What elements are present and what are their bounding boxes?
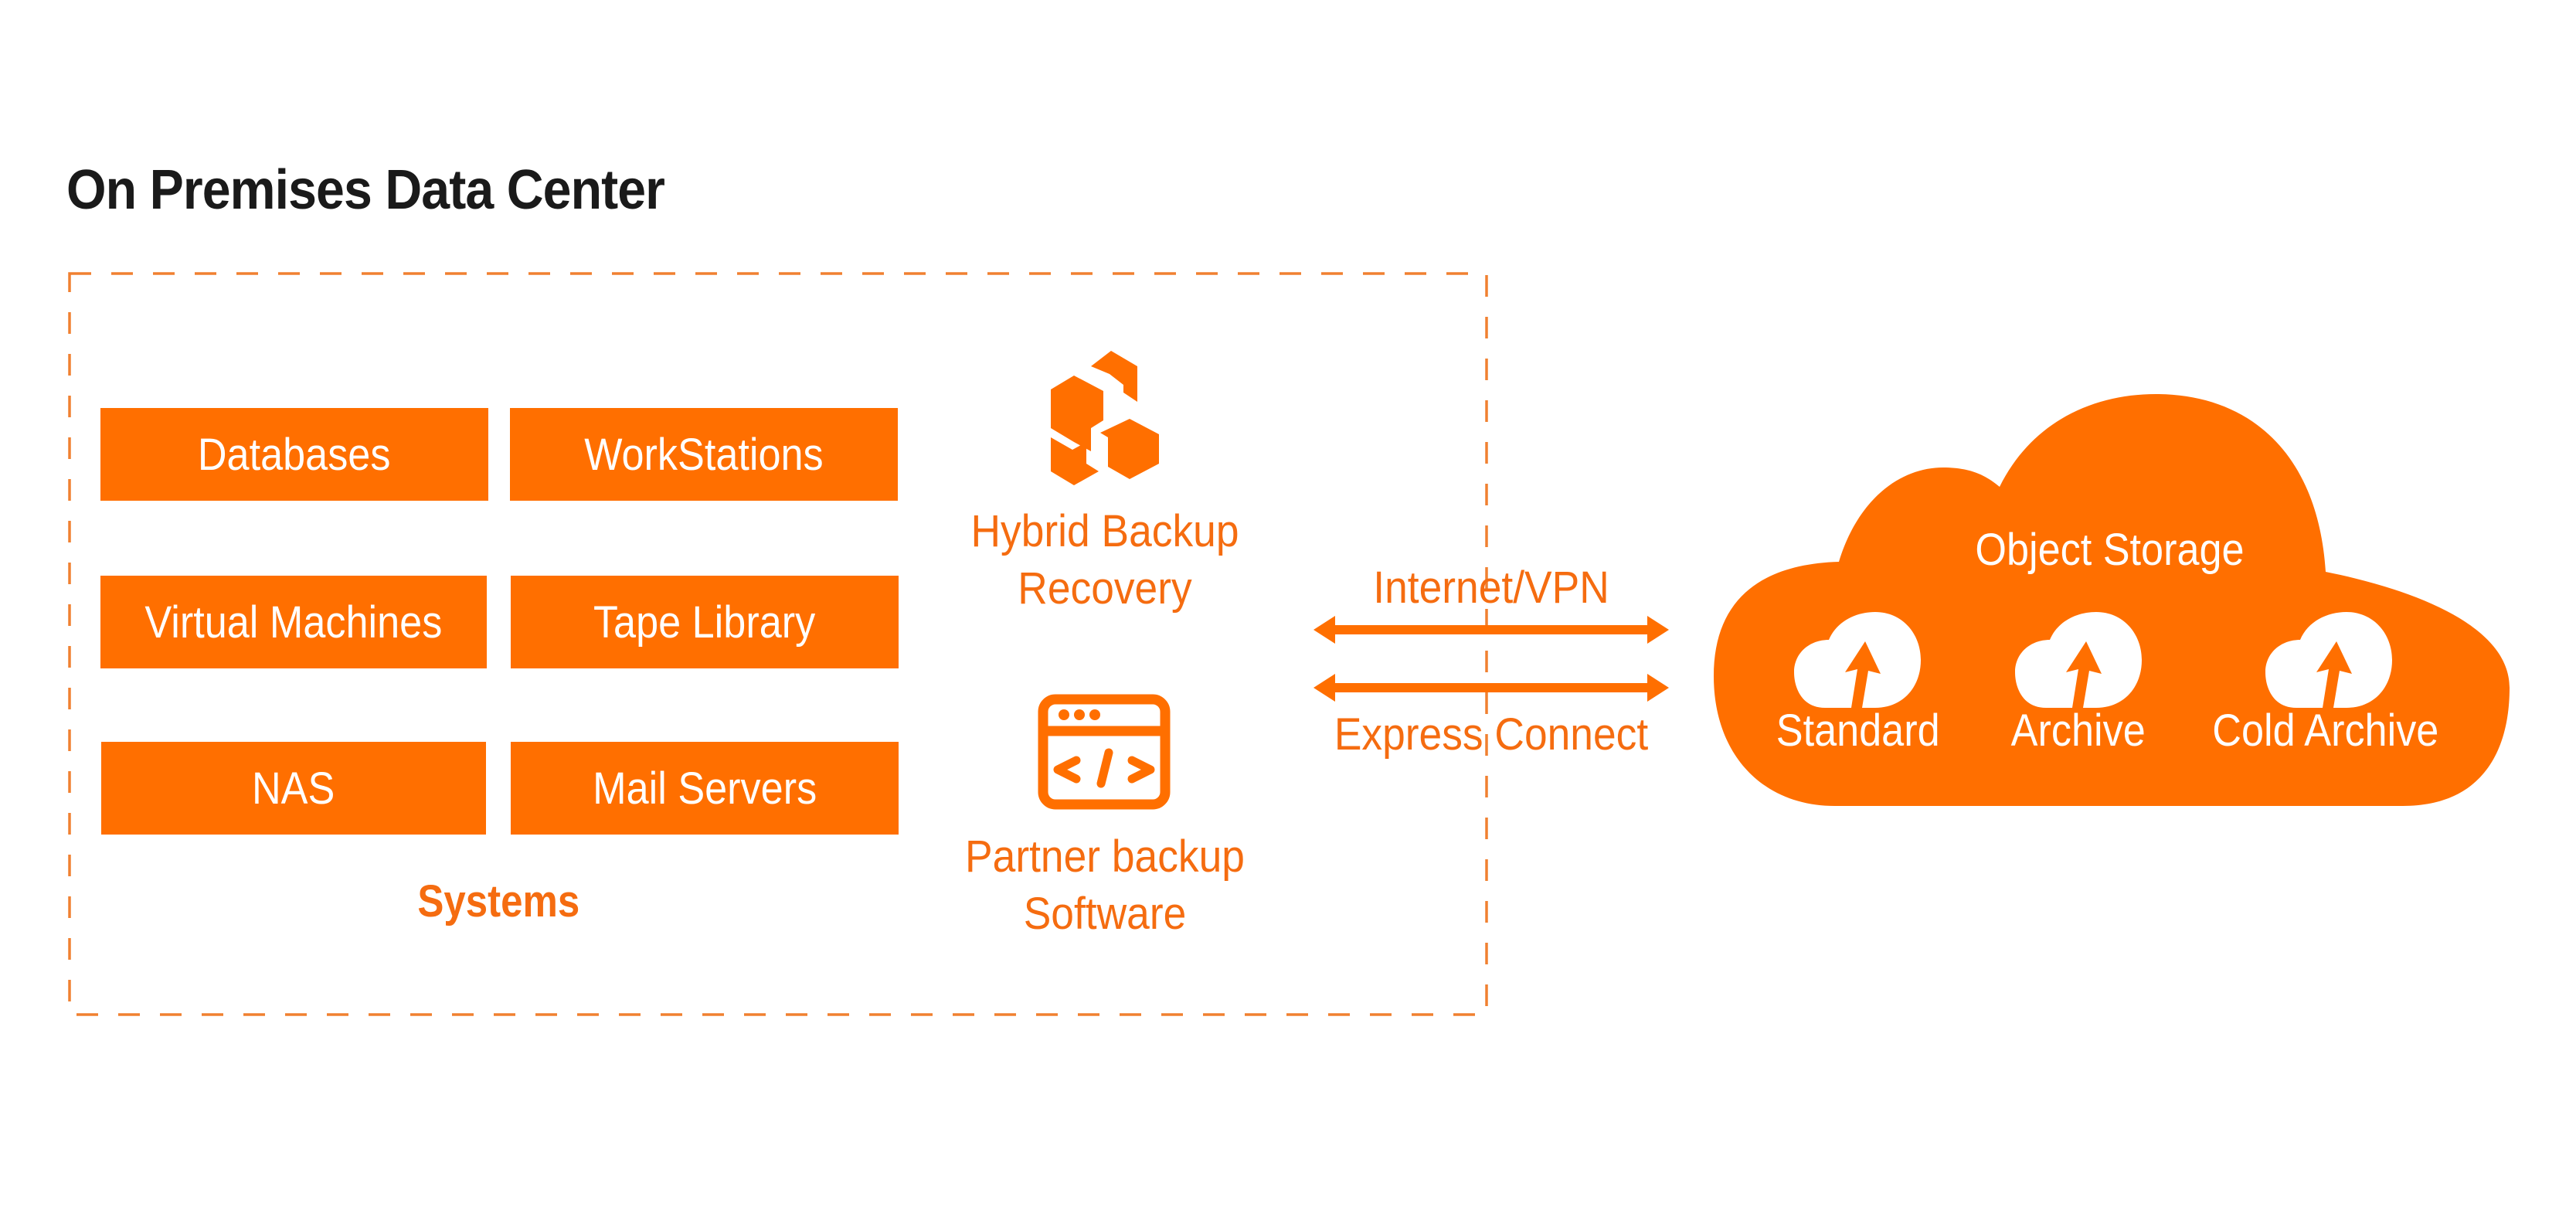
cloud-upload-icon (1794, 612, 1921, 708)
system-box-label: Tape Library (593, 597, 816, 648)
hybrid-backup-recovery-label: Hybrid Backup Recovery (970, 506, 1239, 614)
system-box-tape-library: Tape Library (511, 576, 899, 668)
system-box-label: Databases (198, 429, 391, 480)
storage-tier-standard: Standard (1776, 706, 1940, 756)
bidirectional-arrow-express-connect (1313, 674, 1669, 702)
code-window-icon (1038, 694, 1171, 810)
system-box-label: WorkStations (584, 429, 824, 480)
system-box-databases: Databases (100, 408, 488, 501)
storage-tier-archive: Archive (2010, 706, 2146, 756)
cloud-upload-icon (2015, 612, 2142, 708)
cloud-upload-icon (2265, 612, 2392, 708)
bidirectional-arrow-internet-vpn (1313, 616, 1669, 644)
system-box-label: NAS (252, 763, 335, 814)
hybrid-backup-recovery-icon (1051, 351, 1159, 485)
connection-label-express-connect: Express Connect (1334, 709, 1649, 760)
page-title: On Premises Data Center (66, 159, 665, 221)
systems-group-label: Systems (417, 876, 579, 926)
connection-label-internet-vpn: Internet/VPN (1373, 563, 1609, 613)
system-box-mail-servers: Mail Servers (511, 742, 899, 835)
system-box-nas: NAS (101, 742, 486, 835)
system-box-workstations: WorkStations (510, 408, 898, 501)
system-box-virtual-machines: Virtual Machines (100, 576, 487, 668)
object-storage-title: Object Storage (1974, 525, 2245, 575)
system-box-label: Virtual Machines (144, 597, 443, 648)
partner-backup-software-label: Partner backup Software (965, 831, 1245, 939)
storage-tier-cold-archive: Cold Archive (2212, 706, 2439, 756)
system-box-label: Mail Servers (592, 763, 817, 814)
